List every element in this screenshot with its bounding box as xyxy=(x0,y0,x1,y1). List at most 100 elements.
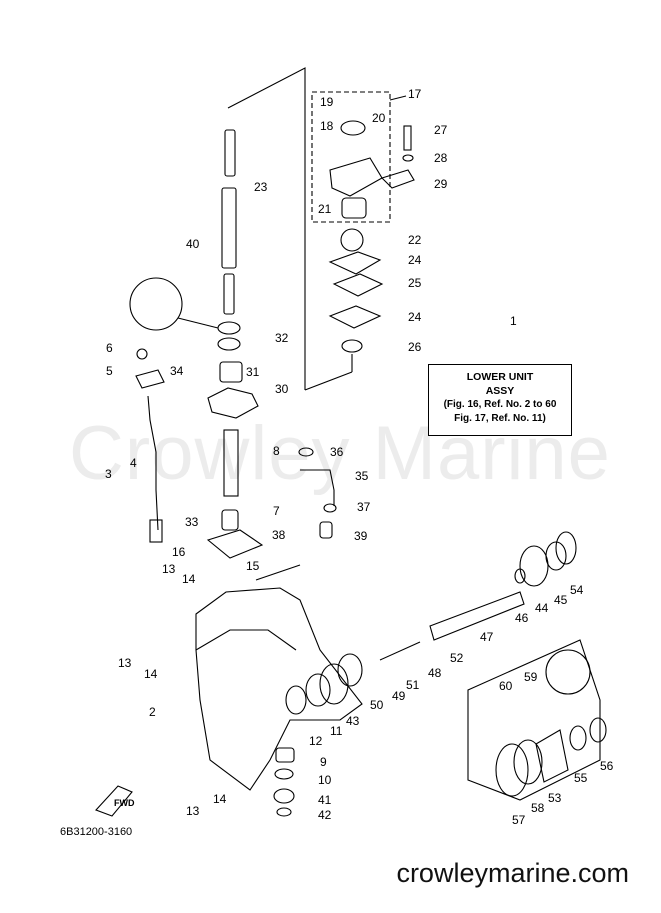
callout-45: 45 xyxy=(554,593,568,607)
fwd-arrow xyxy=(95,785,133,817)
casing-guide-line xyxy=(255,564,301,581)
callout-22: 22 xyxy=(408,233,422,247)
callout-42: 42 xyxy=(318,808,332,822)
o-ring-57 xyxy=(495,743,529,797)
callout-58: 58 xyxy=(531,801,545,815)
callout-39: 39 xyxy=(354,529,368,543)
callout-14-c: 14 xyxy=(213,792,227,806)
info-box-ref1: (Fig. 16, Ref. No. 2 to 60 xyxy=(443,399,557,410)
callout-13-b: 13 xyxy=(118,656,132,670)
plunger-52 xyxy=(379,641,421,661)
callout-37: 37 xyxy=(357,500,371,514)
drive-shaft-lower xyxy=(223,273,235,315)
shim-45 xyxy=(545,541,567,571)
grommet-39 xyxy=(319,521,333,539)
sleeve-8 xyxy=(223,429,239,497)
bolt-6 xyxy=(136,348,148,360)
shim-10 xyxy=(274,768,294,780)
o-ring-58 xyxy=(513,739,543,785)
callout-4: 4 xyxy=(130,456,137,470)
callout-14-a: 14 xyxy=(182,572,196,586)
propeller-shaft-47 xyxy=(429,591,525,641)
housing-30 xyxy=(207,387,259,419)
impeller-22 xyxy=(340,228,364,252)
drive-shaft-40 xyxy=(221,187,237,269)
callout-38: 38 xyxy=(272,528,286,542)
plate-33 xyxy=(206,529,264,559)
grommet-37 xyxy=(323,503,337,513)
seal-26 xyxy=(341,339,363,353)
casing-top-edge xyxy=(195,629,297,651)
callout-29: 29 xyxy=(434,177,448,191)
bracket-5 xyxy=(135,369,165,389)
seal-56 xyxy=(589,717,607,743)
washer-28 xyxy=(402,154,414,162)
callout-18: 18 xyxy=(320,119,334,133)
callout-24-b: 24 xyxy=(408,310,422,324)
drive-shaft-guide-line xyxy=(227,67,306,390)
callout-8: 8 xyxy=(273,444,280,458)
callout-47: 47 xyxy=(480,630,494,644)
callout-24-a: 24 xyxy=(408,253,422,267)
bolt-27 xyxy=(403,125,412,151)
shift-rod-end xyxy=(149,519,163,543)
callout-31: 31 xyxy=(246,365,260,379)
bearing-32-lower xyxy=(217,337,241,351)
cover-18 xyxy=(340,120,366,136)
callout-17: 17 xyxy=(408,87,422,101)
callout-19: 19 xyxy=(320,95,334,109)
detail-leader xyxy=(177,317,219,329)
callout-53: 53 xyxy=(548,791,562,805)
callout-51: 51 xyxy=(406,678,420,692)
diagram-code: 6B31200-3160 xyxy=(60,826,133,838)
cap-detail-magnifier xyxy=(545,649,591,695)
callout-54: 54 xyxy=(570,583,584,597)
callout-55: 55 xyxy=(574,771,588,785)
callout-52: 52 xyxy=(450,651,464,665)
callout-9: 9 xyxy=(320,755,327,769)
callout-59: 59 xyxy=(524,670,538,684)
callout-10: 10 xyxy=(318,773,332,787)
bearing-9 xyxy=(275,747,295,763)
gasket-24-lower xyxy=(328,305,382,329)
callout-40: 40 xyxy=(186,237,200,251)
callout-44: 44 xyxy=(535,601,549,615)
gear-43 xyxy=(319,663,349,705)
bearing-54 xyxy=(555,531,577,565)
shim-12 xyxy=(285,685,307,715)
callout-16: 16 xyxy=(172,545,186,559)
lower-casing-2 xyxy=(195,587,363,791)
fwd-label: FWD xyxy=(114,798,135,808)
bushing-31 xyxy=(219,361,243,383)
gear-49 xyxy=(337,653,363,687)
callout-21: 21 xyxy=(318,202,332,216)
detail-magnifier xyxy=(129,277,183,331)
footer-url[interactable]: crowleymarine.com xyxy=(396,858,629,888)
callout-5: 5 xyxy=(106,364,113,378)
callout-30: 30 xyxy=(275,382,289,396)
info-box-ref2: Fig. 17, Ref. No. 11) xyxy=(454,413,546,424)
callout-43: 43 xyxy=(346,714,360,728)
callout-6: 6 xyxy=(106,341,113,355)
callout-41: 41 xyxy=(318,793,332,807)
callout-60: 60 xyxy=(499,679,513,693)
callout-33: 33 xyxy=(185,515,199,529)
callout-13-c: 13 xyxy=(186,804,200,818)
callout-2: 2 xyxy=(149,705,156,719)
callout-13-a: 13 xyxy=(162,562,176,576)
shift-rod-3 xyxy=(147,395,159,531)
nut-42 xyxy=(276,807,292,817)
info-box-title: LOWER UNIT xyxy=(466,371,534,383)
pump-return-line xyxy=(304,371,353,391)
bearing-11 xyxy=(305,673,331,707)
plate-25 xyxy=(332,273,384,297)
drive-shaft-upper xyxy=(224,129,236,177)
gear-44 xyxy=(519,545,549,587)
callout-14-b: 14 xyxy=(144,667,158,681)
washer-46 xyxy=(514,568,526,584)
grommet-36 xyxy=(298,447,314,457)
callout-56: 56 xyxy=(600,759,614,773)
callout-12: 12 xyxy=(309,734,323,748)
water-tube-35 xyxy=(300,469,335,506)
